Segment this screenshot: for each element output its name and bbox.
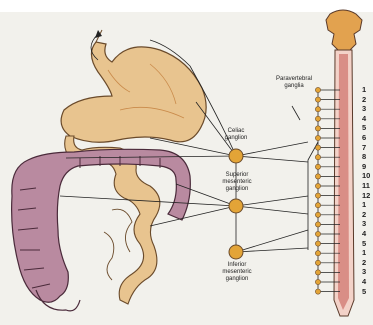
segment-number: 7 bbox=[362, 143, 366, 152]
segment-number: 1 bbox=[362, 248, 366, 257]
paravertebral-ganglion bbox=[315, 155, 320, 160]
segment-number: 5 bbox=[362, 239, 366, 248]
segment-number: 6 bbox=[362, 133, 366, 142]
segment-number: 5 bbox=[362, 123, 366, 132]
paravertebral-ganglion bbox=[315, 203, 320, 208]
segment-number: 3 bbox=[362, 267, 366, 276]
paravertebral-ganglion bbox=[315, 212, 320, 217]
segment-number: 9 bbox=[362, 162, 366, 171]
superior-mesenteric-ganglion-label: Superior mesenteric ganglion bbox=[212, 172, 262, 193]
paravertebral-ganglion bbox=[315, 183, 320, 188]
paravertebral-ganglia-label: Paravertebral ganglia bbox=[270, 76, 318, 90]
segment-number: 2 bbox=[362, 258, 366, 267]
paravertebral-ganglion bbox=[315, 116, 320, 121]
paravertebral-ganglion bbox=[315, 126, 320, 131]
segment-number: 3 bbox=[362, 219, 366, 228]
segment-number: 11 bbox=[362, 181, 370, 190]
segment-number: 12 bbox=[362, 191, 370, 200]
segment-number: 4 bbox=[362, 114, 366, 123]
paravertebral-ganglion bbox=[315, 241, 320, 246]
celiac-ganglion-label: Celiac ganglion bbox=[214, 128, 258, 142]
segment-number: 1 bbox=[362, 200, 366, 209]
paravertebral-ganglion bbox=[315, 174, 320, 179]
paravertebral-ganglion bbox=[315, 251, 320, 256]
segment-number: 4 bbox=[362, 229, 366, 238]
paravertebral-ganglion bbox=[315, 260, 320, 265]
celiac-ganglion bbox=[229, 149, 243, 163]
inferior-mesenteric-ganglion-label: Inferior mesenteric ganglion bbox=[212, 262, 262, 283]
paravertebral-ganglion bbox=[315, 193, 320, 198]
segment-number: 2 bbox=[362, 210, 366, 219]
paravertebral-ganglion bbox=[315, 107, 320, 112]
paravertebral-ganglion bbox=[315, 222, 320, 227]
paravertebral-ganglion bbox=[315, 270, 320, 275]
spinal-cord-gray-matter bbox=[338, 54, 349, 310]
paravertebral-ganglion bbox=[315, 97, 320, 102]
paravertebral-ganglion bbox=[315, 289, 320, 294]
paravertebral-ganglion bbox=[315, 135, 320, 140]
segment-number: 2 bbox=[362, 95, 366, 104]
superior-mesenteric-ganglion bbox=[229, 199, 243, 213]
segment-number: 10 bbox=[362, 171, 370, 180]
segment-number: 3 bbox=[362, 104, 366, 113]
paravertebral-ganglion bbox=[315, 145, 320, 150]
paravertebral-ganglion bbox=[315, 279, 320, 284]
segment-number: 8 bbox=[362, 152, 366, 161]
segment-number: 1 bbox=[362, 85, 366, 94]
inferior-mesenteric-ganglion bbox=[229, 245, 243, 259]
top-margin bbox=[0, 0, 373, 12]
segment-number: 5 bbox=[362, 287, 366, 296]
segment-number: 4 bbox=[362, 277, 366, 286]
paravertebral-ganglion bbox=[315, 231, 320, 236]
paravertebral-ganglion bbox=[315, 164, 320, 169]
